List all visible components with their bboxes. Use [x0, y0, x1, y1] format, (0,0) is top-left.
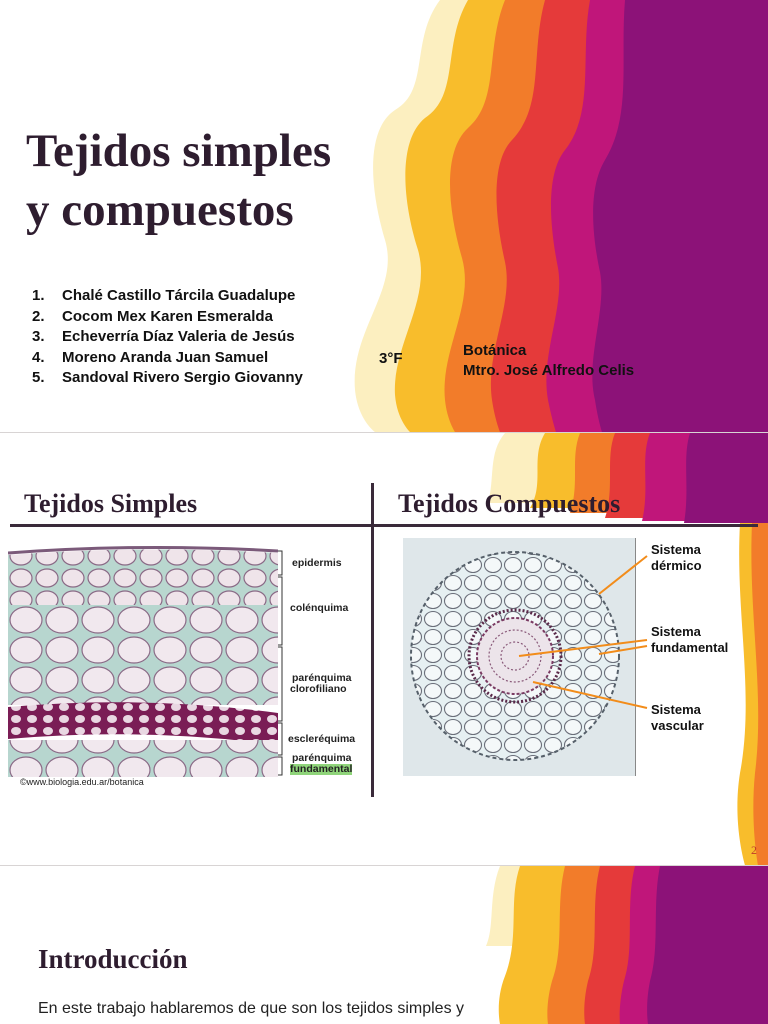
label-sistema-dermico-2: dérmico	[651, 558, 702, 573]
decorative-wave-background	[486, 866, 768, 1024]
decorative-wave-background	[488, 433, 768, 865]
label-parenquima-fundamental-2: fundamental	[290, 763, 353, 775]
label-esclerequima: escleréquima	[288, 733, 356, 745]
label-column	[635, 538, 739, 776]
title-slide: Tejidos simples y compuestos 1.Chalé Cas…	[0, 0, 768, 432]
label-sistema-vascular-1: Sistema	[651, 702, 701, 717]
compound-tissue-figure: Sistema dérmico Sistema fundamental Sist…	[403, 538, 739, 776]
label-sistema-fundamental-2: fundamental	[651, 640, 729, 655]
list-item: 4.Moreno Aranda Juan Samuel	[32, 348, 269, 366]
page-number: 2	[751, 843, 757, 857]
label-sistema-vascular-2: vascular	[651, 718, 704, 733]
compound-tissue-micrograph	[403, 538, 635, 776]
list-item: 1.Chalé Castillo Tárcila Guadalupe	[32, 287, 296, 304]
label-parenquima-clorofiliano-1: parénquima	[292, 672, 352, 684]
slide-separator	[0, 865, 768, 866]
introduction-heading: Introducción	[38, 944, 188, 974]
simple-tissues-heading: Tejidos Simples	[24, 489, 198, 518]
course-name: Botánica	[463, 342, 527, 359]
presentation-title: Tejidos simples y compuestos	[26, 122, 331, 240]
label-brackets	[278, 550, 283, 776]
label-parenquima-fundamental-1: parénquima	[292, 752, 352, 764]
compound-tissues-heading: Tejidos Compuestos	[398, 489, 621, 518]
label-epidermis: epidermis	[292, 557, 342, 569]
comparison-slide: Tejidos Simples Tejidos Compuestos	[0, 433, 768, 865]
image-credit: ©www.biologia.edu.ar/botanica	[20, 777, 144, 787]
title-line-1: Tejidos simples	[26, 125, 332, 177]
introduction-slide: Introducción En este trabajo hablaremos …	[0, 866, 768, 1024]
label-sistema-dermico-1: Sistema	[651, 542, 701, 557]
course-info: Botánica Mtro. José Alfredo Celis	[463, 341, 634, 381]
figure-edge	[635, 538, 636, 776]
label-parenquima-clorofiliano-2: clorofiliano	[290, 683, 347, 695]
simple-tissue-figure: epidermis colénquima parénquima clorofil…	[7, 545, 368, 787]
grade-label: 3°F	[379, 350, 403, 367]
horizontal-divider	[10, 524, 758, 527]
label-colenquima: colénquima	[290, 602, 349, 614]
title-line-2: y compuestos	[26, 184, 294, 236]
pointer-lines	[518, 555, 648, 709]
label-sistema-fundamental-1: Sistema	[651, 624, 701, 639]
team-members-list: 1.Chalé Castillo Tárcila Guadalupe 2.Coc…	[32, 286, 303, 389]
introduction-text: En este trabajo hablaremos de que son lo…	[38, 1000, 465, 1017]
list-item: 2.Cocom Mex Karen Esmeralda	[32, 307, 273, 325]
list-item: 5.Sandoval Rivero Sergio Giovanny	[32, 369, 303, 386]
vertical-divider	[371, 483, 374, 797]
decorative-wave-background	[354, 0, 768, 432]
simple-tissue-micrograph	[7, 545, 279, 777]
teacher-name: Mtro. José Alfredo Celis	[463, 362, 635, 379]
list-item: 3.Echeverría Díaz Valeria de Jesús	[32, 328, 295, 345]
slide-separator	[0, 432, 768, 433]
